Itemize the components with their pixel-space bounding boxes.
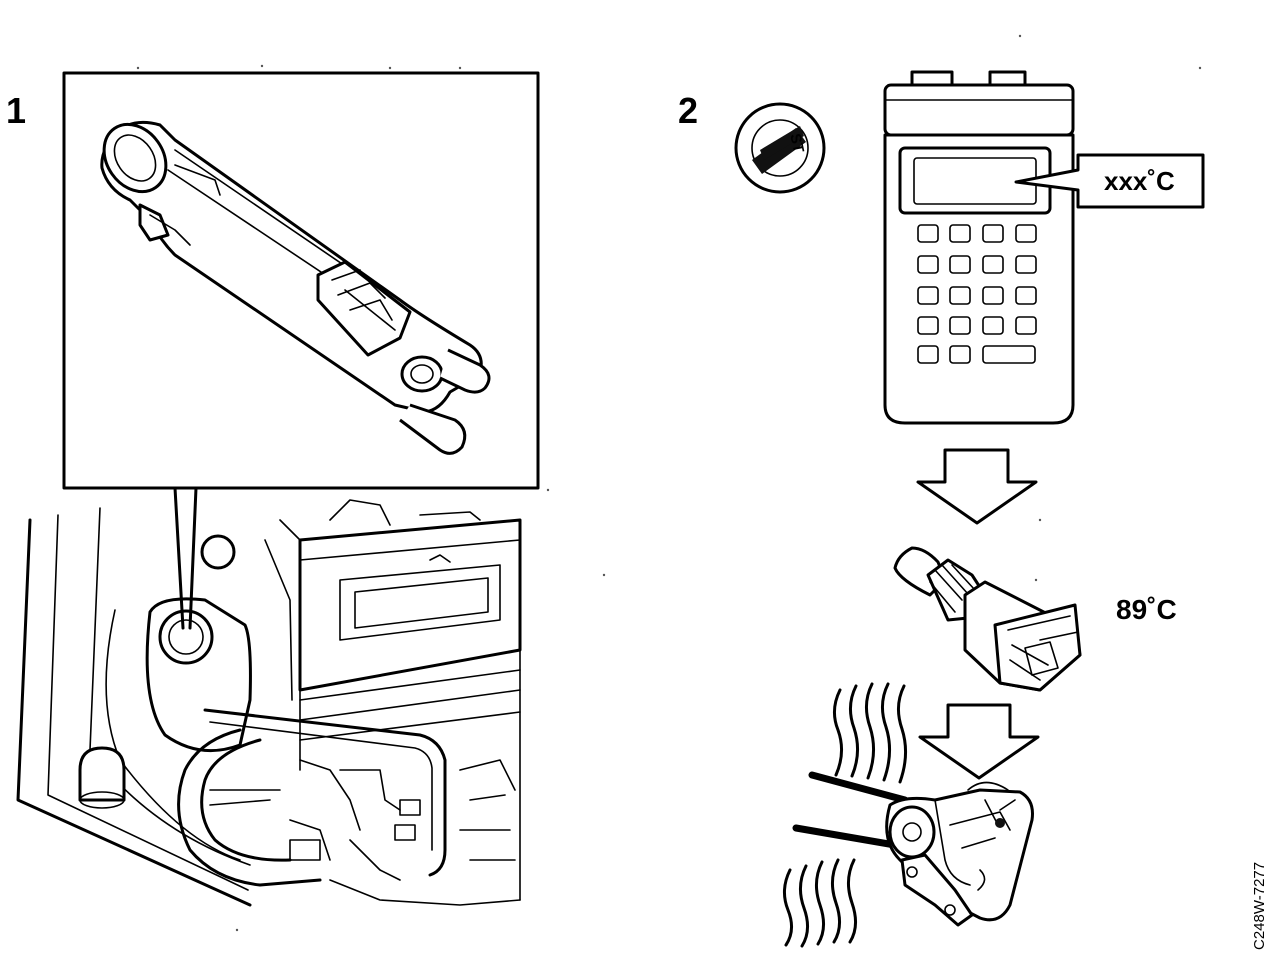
- pointer-line: [173, 486, 198, 630]
- heat-wave-lines: [783, 682, 907, 948]
- coolant-filler-cap-tool: [100, 120, 491, 455]
- thermostat-valve: [792, 771, 1034, 927]
- figure-code-label: C248W-7277: [1251, 861, 1268, 950]
- diagnostic-tester-device: [883, 70, 1075, 425]
- engine-bay-illustration: [16, 499, 522, 907]
- scan-specks: [136, 34, 1202, 932]
- ignition-position-label: ST: [786, 132, 807, 155]
- display-callout: [1014, 153, 1205, 209]
- display-reading-label: xxx˚C: [1104, 166, 1175, 196]
- step-2-label: 2: [678, 90, 699, 131]
- down-arrow-lower: [918, 703, 1040, 780]
- step-1-label: 1: [6, 90, 27, 131]
- coolant-temperature-label: 89˚C: [1116, 594, 1177, 625]
- coolant-temperature-sensor: [893, 546, 1082, 692]
- down-arrow-upper: [916, 448, 1038, 525]
- ignition-key-switch: [734, 102, 826, 194]
